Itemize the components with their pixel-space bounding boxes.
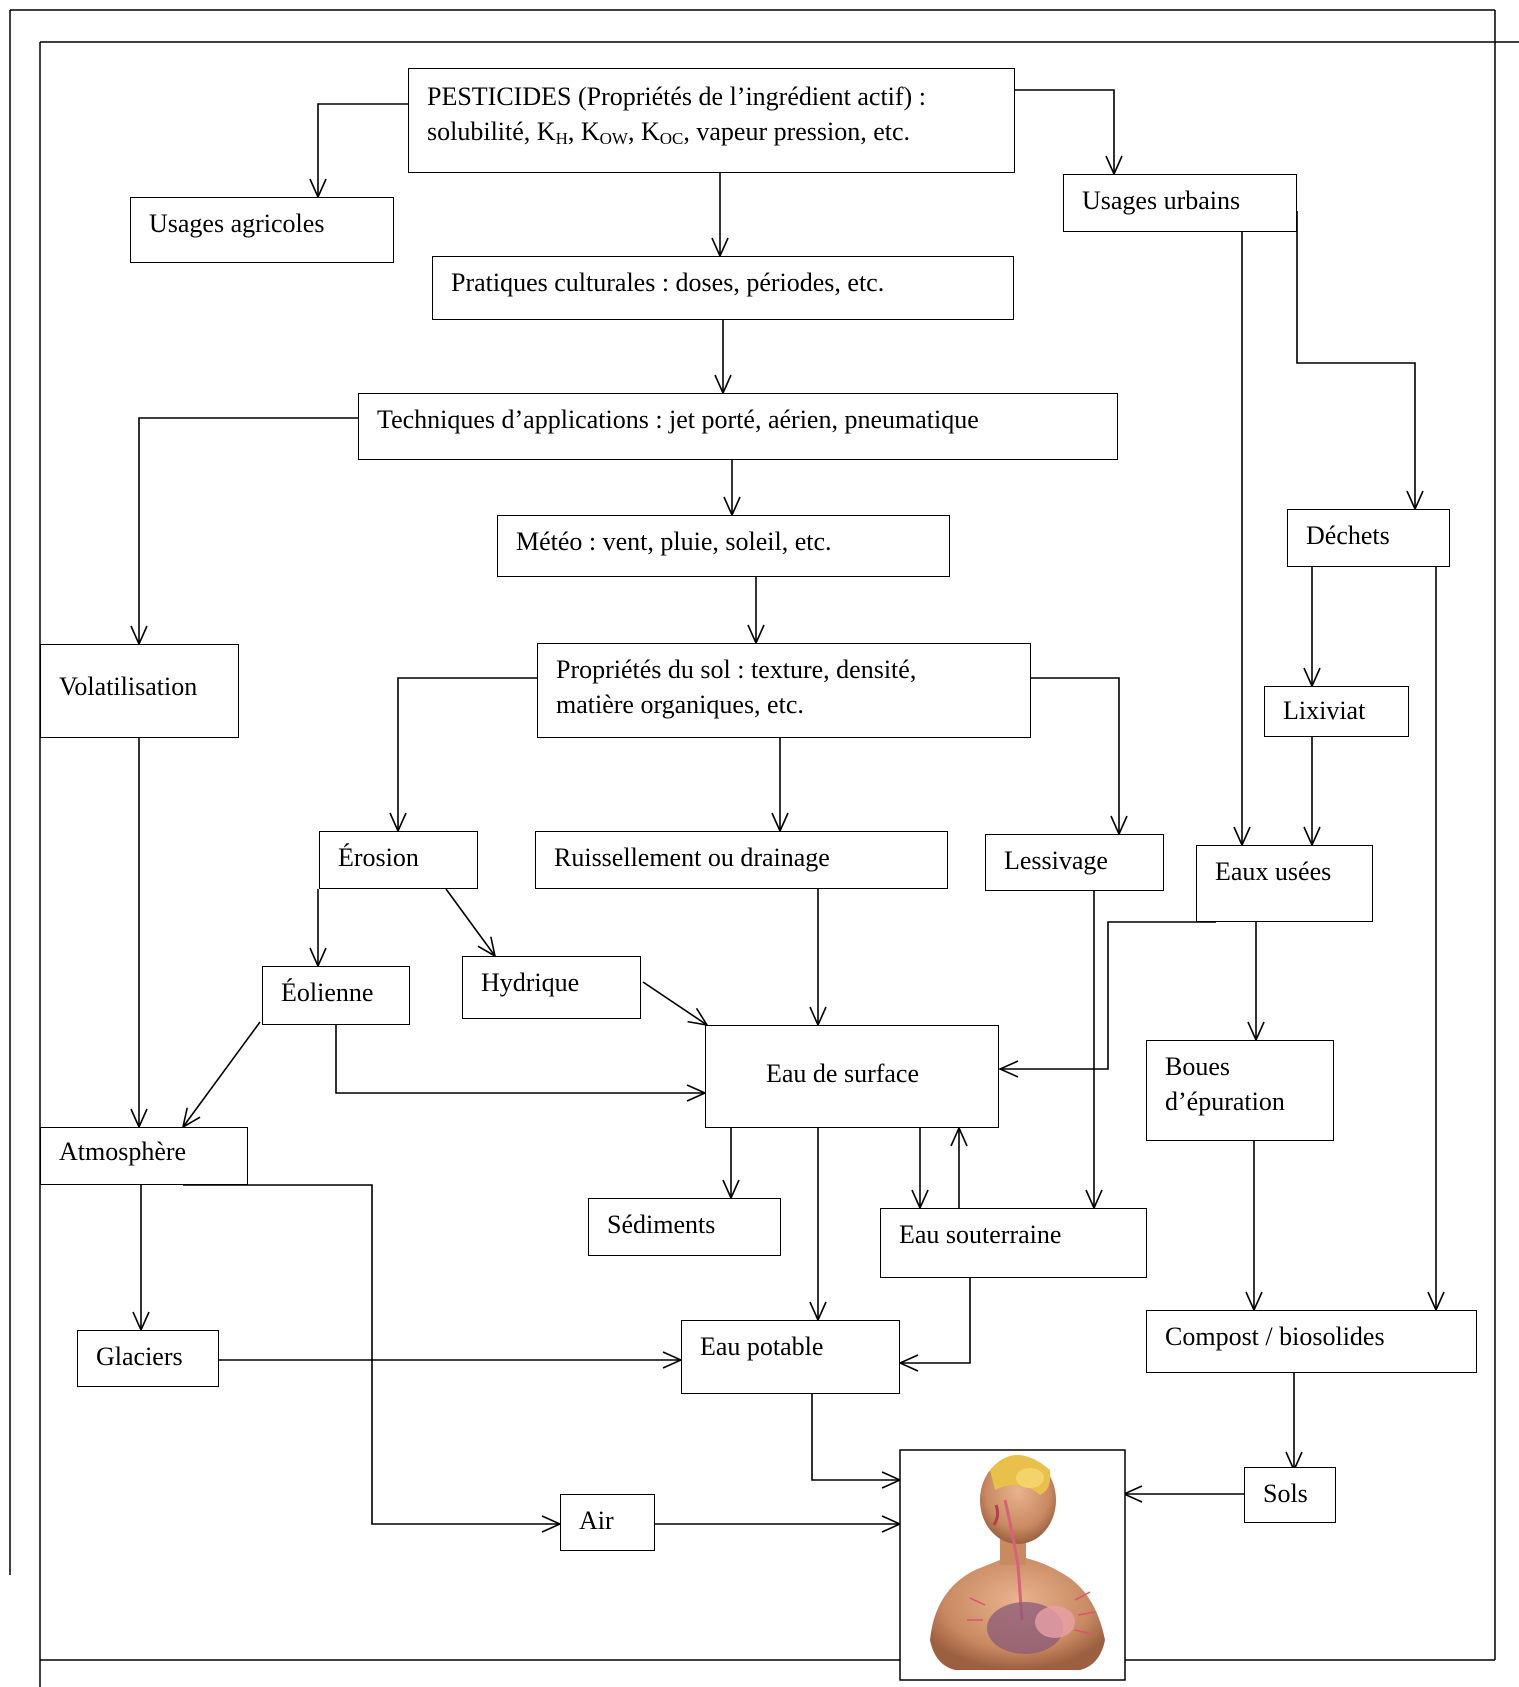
edge-pesticides-urbains bbox=[1015, 89, 1114, 174]
usages-urbains-label: Usages urbains bbox=[1082, 186, 1241, 215]
volatilisation-label: Volatilisation bbox=[59, 672, 198, 701]
erosion-box: Érosion bbox=[319, 831, 478, 889]
eau-surface-label: Eau de surface bbox=[766, 1059, 920, 1088]
edge-atmosphere-air bbox=[183, 1184, 560, 1524]
usages-agricoles-label: Usages agricoles bbox=[149, 209, 325, 238]
human-body-icon bbox=[899, 1449, 1126, 1681]
edge-urbains-dechets bbox=[1296, 211, 1415, 509]
dechets-label: Déchets bbox=[1306, 521, 1390, 550]
proprietes-line1: Propriétés du sol : texture, densité, bbox=[556, 655, 917, 684]
usages-urbains-box: Usages urbains bbox=[1063, 174, 1297, 232]
eau-potable-label: Eau potable bbox=[700, 1332, 824, 1361]
atmosphere-label: Atmosphère bbox=[59, 1137, 187, 1166]
edge-eauxusees-surface bbox=[1000, 921, 1216, 1069]
proprietes-sol-box: Propriétés du sol : texture, densité, ma… bbox=[537, 643, 1031, 738]
boues-line1: Boues bbox=[1165, 1052, 1230, 1081]
pesticides-line2: solubilité, KH, KOW, KOC, vapeur pressio… bbox=[427, 117, 911, 149]
techniques-box: Techniques d’applications : jet porté, a… bbox=[358, 393, 1118, 460]
compost-label: Compost / biosolides bbox=[1165, 1322, 1385, 1351]
eaux-usees-label: Eaux usées bbox=[1215, 857, 1332, 886]
compost-box: Compost / biosolides bbox=[1146, 1310, 1477, 1373]
eolienne-label: Éolienne bbox=[281, 978, 374, 1007]
dechets-box: Déchets bbox=[1287, 509, 1450, 567]
lessivage-label: Lessivage bbox=[1004, 846, 1108, 875]
eolienne-box: Éolienne bbox=[262, 966, 410, 1025]
edge-proprietes-lessivage bbox=[1031, 677, 1119, 834]
ruissellement-label: Ruissellement ou drainage bbox=[554, 843, 830, 872]
glaciers-label: Glaciers bbox=[96, 1342, 183, 1371]
lessivage-box: Lessivage bbox=[985, 834, 1164, 891]
edge-hydrique-surface bbox=[642, 981, 707, 1025]
atmosphere-box: Atmosphère bbox=[40, 1127, 248, 1185]
eau-surface-box: Eau de surface bbox=[705, 1025, 999, 1128]
glaciers-box: Glaciers bbox=[77, 1330, 219, 1387]
sediments-label: Sédiments bbox=[607, 1210, 716, 1239]
air-box: Air bbox=[560, 1494, 655, 1551]
sediments-box: Sédiments bbox=[588, 1198, 781, 1256]
page-frame bbox=[9, 9, 1519, 1687]
lixiviat-box: Lixiviat bbox=[1264, 686, 1409, 737]
boues-box: Boues d’épuration bbox=[1146, 1040, 1334, 1141]
eaux-usees-box: Eaux usées bbox=[1196, 845, 1373, 922]
usages-agricoles-box: Usages agricoles bbox=[130, 197, 394, 263]
lixiviat-label: Lixiviat bbox=[1283, 696, 1366, 725]
erosion-label: Érosion bbox=[338, 843, 419, 872]
edge-eolienne-atmosphere bbox=[183, 1021, 261, 1127]
hydrique-box: Hydrique bbox=[462, 956, 641, 1019]
sols-box: Sols bbox=[1244, 1467, 1336, 1523]
edge-erosion-hydrique bbox=[445, 888, 495, 956]
boues-line2: d’épuration bbox=[1165, 1087, 1285, 1117]
sols-label: Sols bbox=[1263, 1479, 1308, 1508]
pesticides-line1: PESTICIDES (Propriétés de l’ingrédient a… bbox=[427, 82, 926, 111]
meteo-label: Météo : vent, pluie, soleil, etc. bbox=[516, 527, 832, 556]
proprietes-line2: matière organiques, etc. bbox=[556, 690, 804, 720]
eau-souterraine-label: Eau souterraine bbox=[899, 1220, 1062, 1249]
ruissellement-box: Ruissellement ou drainage bbox=[535, 831, 948, 889]
edge-souterraine-potable bbox=[900, 1278, 971, 1363]
pesticides-box: PESTICIDES (Propriétés de l’ingrédient a… bbox=[408, 68, 1015, 173]
eau-potable-box: Eau potable bbox=[681, 1320, 900, 1394]
edge-proprietes-erosion bbox=[398, 677, 537, 831]
hydrique-label: Hydrique bbox=[481, 968, 580, 997]
edge-potable-human bbox=[811, 1394, 900, 1480]
eau-souterraine-box: Eau souterraine bbox=[880, 1208, 1147, 1278]
edge-eolienne-surface bbox=[335, 1025, 705, 1093]
pratiques-box: Pratiques culturales : doses, périodes, … bbox=[432, 256, 1014, 320]
air-label: Air bbox=[579, 1506, 614, 1535]
edge-pesticides-agricoles bbox=[318, 103, 408, 197]
meteo-box: Météo : vent, pluie, soleil, etc. bbox=[497, 515, 950, 577]
pratiques-label: Pratiques culturales : doses, périodes, … bbox=[451, 268, 885, 297]
edge-techniques-volatilisation bbox=[139, 417, 358, 644]
volatilisation-box: Volatilisation bbox=[40, 644, 239, 738]
techniques-label: Techniques d’applications : jet porté, a… bbox=[377, 405, 979, 434]
